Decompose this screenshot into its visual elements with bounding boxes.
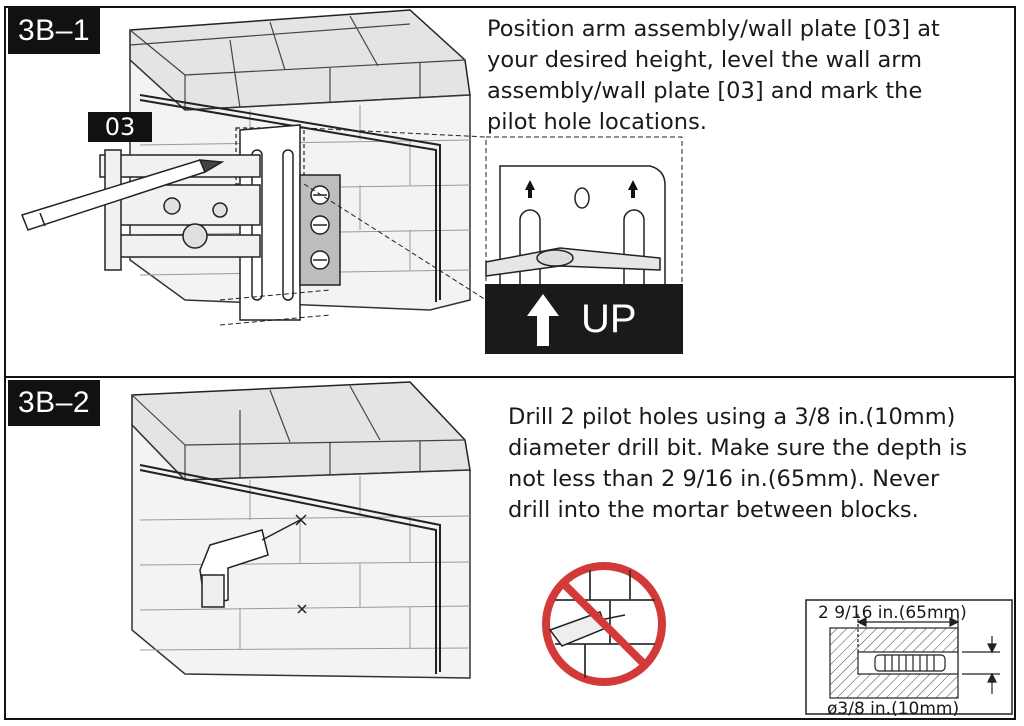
diameter-dimension-label: ø3/8 in.(10mm) [827, 699, 960, 719]
step1-line-4: pilot hole locations. [487, 109, 707, 135]
step1-instructions: Position arm assembly/wall plate [03] at… [487, 14, 940, 138]
section-divider [4, 376, 1016, 378]
no-drill-mortar-icon [542, 562, 666, 686]
step1-line-1: Position arm assembly/wall plate [03] at [487, 16, 940, 42]
step-badge-3b2: 3B–2 [8, 380, 101, 426]
arrow-up-icon [527, 294, 559, 346]
step1-line-2: your desired height, level the wall arm [487, 47, 923, 73]
part-label-03: 03 [88, 112, 152, 142]
depth-dimension-label: 2 9/16 in.(65mm) [818, 603, 967, 623]
up-label-text: UP [581, 297, 637, 341]
step2-line-4: drill into the mortar between blocks. [508, 497, 919, 523]
step1-line-3: assembly/wall plate [03] and mark the [487, 78, 923, 104]
step2-instructions: Drill 2 pilot holes using a 3/8 in.(10mm… [508, 402, 967, 526]
step2-line-1: Drill 2 pilot holes using a 3/8 in.(10mm… [508, 404, 956, 430]
up-detail-label: UP [485, 284, 683, 354]
step2-line-3: not less than 2 9/16 in.(65mm). Never [508, 466, 940, 492]
step-badge-3b1: 3B–1 [8, 8, 101, 54]
instruction-frame [4, 6, 1016, 720]
step2-line-2: diameter drill bit. Make sure the depth … [508, 435, 968, 461]
